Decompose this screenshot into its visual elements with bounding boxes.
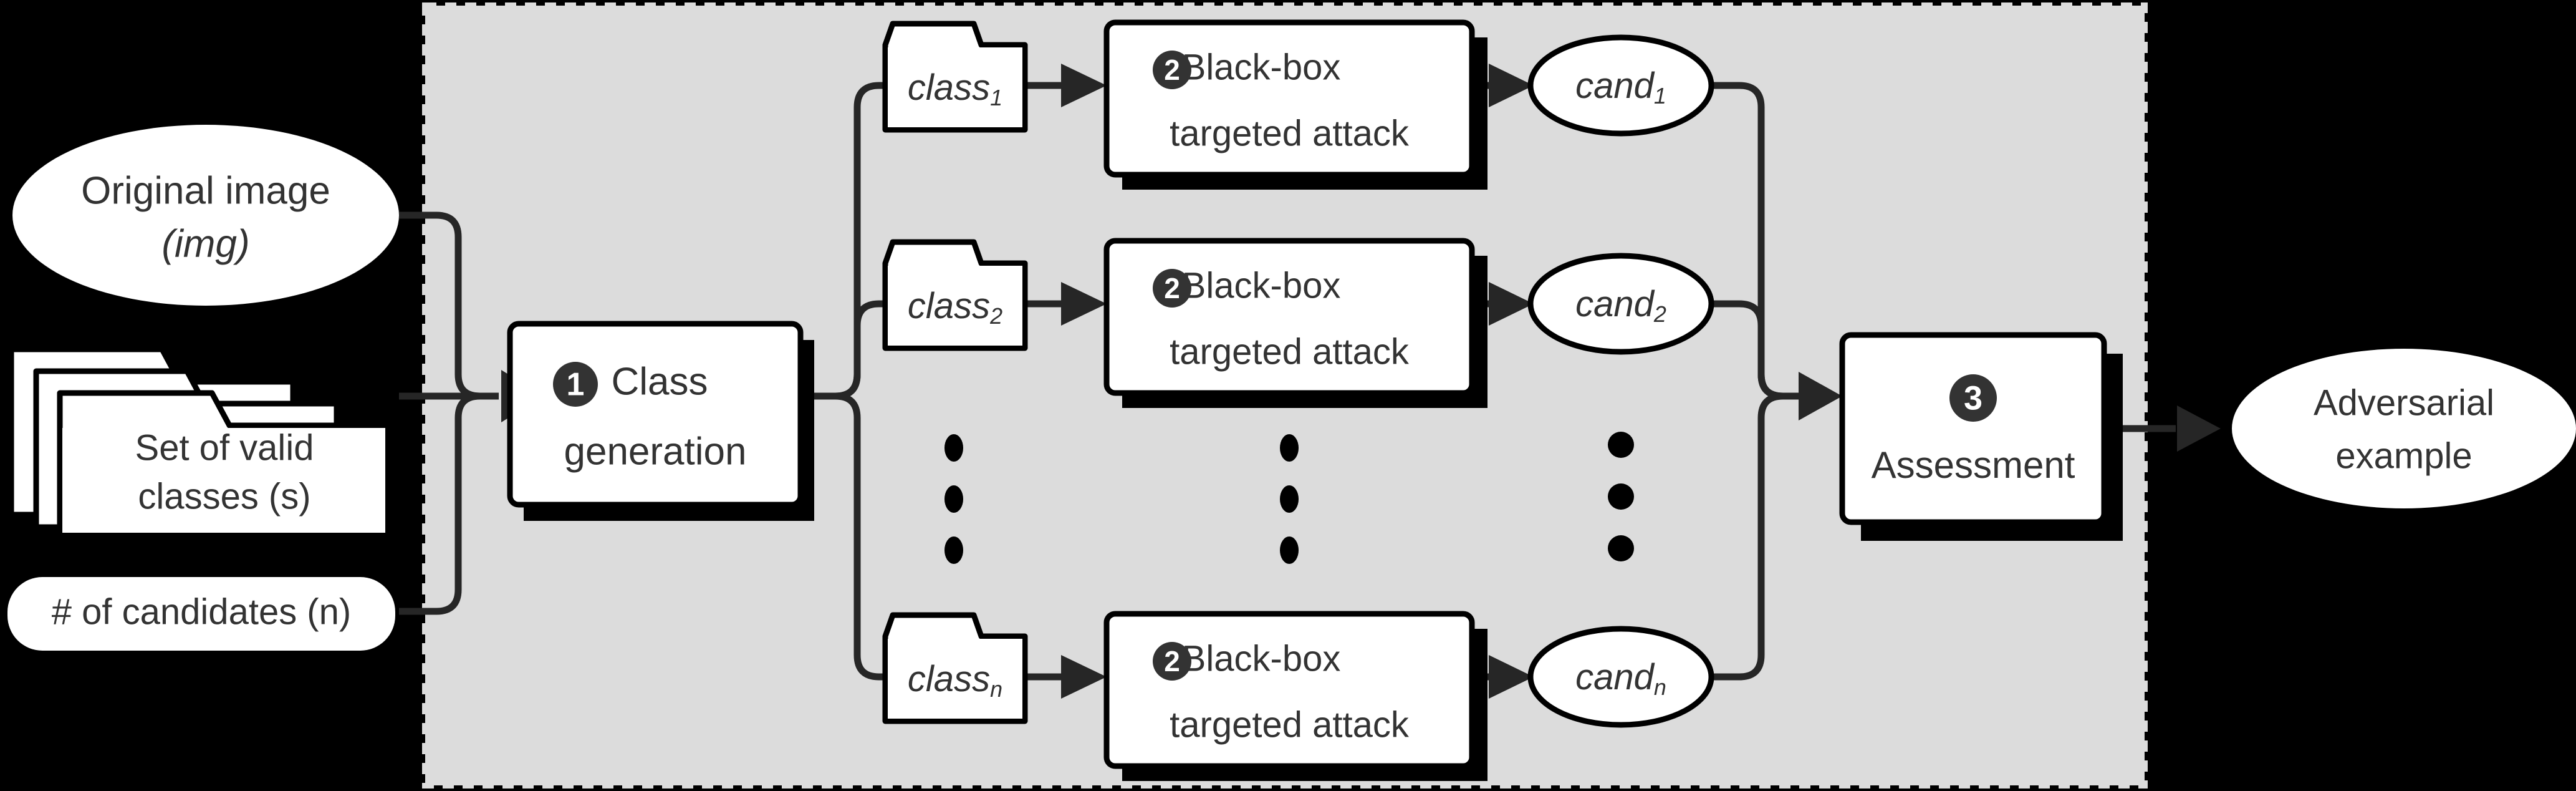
attack-n-label-line1: Black-box bbox=[1182, 638, 1341, 679]
class-n-folder-body bbox=[888, 639, 1022, 719]
arrowhead-into-attack1 bbox=[1061, 64, 1107, 107]
cand-2-label-sub: 2 bbox=[1653, 301, 1666, 327]
cand-1-ellipse bbox=[1527, 34, 1714, 137]
badge-two-icon-rown: 2 bbox=[1153, 642, 1191, 681]
class-2-label-sub: 2 bbox=[989, 303, 1002, 329]
number-of-candidates-label: # of candidates (n) bbox=[52, 591, 351, 632]
assessment-label: Assessment bbox=[1872, 444, 2075, 486]
svg-text:3: 3 bbox=[1964, 379, 1982, 417]
attack-2-box bbox=[1103, 238, 1475, 396]
badge-one-icon: 1 bbox=[553, 362, 598, 407]
arrowhead-into-cand1 bbox=[1489, 64, 1534, 107]
arrowhead-into-attackn bbox=[1061, 655, 1107, 699]
attack-2-label-line1: Black-box bbox=[1182, 265, 1341, 306]
class-n-label-sub: n bbox=[990, 676, 1002, 702]
cand-n-label: candn bbox=[1575, 657, 1666, 699]
class-1-label-base: class bbox=[908, 67, 990, 108]
class-1-folder-body bbox=[888, 47, 1022, 127]
badge-three-icon: 3 bbox=[1949, 374, 1997, 422]
cand-2-ellipse bbox=[1527, 253, 1714, 355]
svg-text:2: 2 bbox=[1164, 54, 1180, 86]
class-2-label-base: class bbox=[908, 286, 990, 326]
connector-classgen-to-classn bbox=[814, 392, 898, 681]
class-generation-label-line1: Class bbox=[611, 360, 708, 403]
number-of-candidates-box bbox=[7, 577, 395, 651]
valid-classes-label-line2: classes (s) bbox=[138, 476, 310, 517]
adversarial-example-ellipse bbox=[2232, 349, 2576, 508]
cand-n-label-sub: n bbox=[1654, 674, 1666, 700]
original-image-ellipse bbox=[12, 125, 399, 306]
original-image-label-line1: Original image bbox=[81, 169, 330, 212]
class-2-folder-body bbox=[888, 266, 1022, 346]
arrowhead-into-cand2 bbox=[1489, 282, 1534, 326]
original-image-label-line2: (img) bbox=[161, 222, 249, 265]
cand-1-label-sub: 1 bbox=[1654, 83, 1666, 109]
attack-2-label-line2: targeted attack bbox=[1170, 331, 1410, 372]
cand-n-label-base: cand bbox=[1575, 657, 1655, 697]
class-generation-box bbox=[507, 321, 804, 508]
cand-2-label: cand2 bbox=[1575, 284, 1666, 326]
valid-classes-front-body bbox=[62, 428, 385, 533]
class-n-label-base: class bbox=[908, 659, 990, 699]
attack-1-label-line1: Black-box bbox=[1182, 47, 1341, 87]
svg-text:2: 2 bbox=[1164, 645, 1180, 677]
cand-1-label-base: cand bbox=[1575, 66, 1655, 106]
class-n-label: classn bbox=[908, 659, 1002, 701]
badge-two-icon-row2: 2 bbox=[1153, 269, 1191, 308]
attack-n-label-line2: targeted attack bbox=[1170, 704, 1410, 745]
class-1-label-sub: 1 bbox=[990, 85, 1002, 110]
adversarial-example-label-line1: Adversarial bbox=[2314, 382, 2494, 423]
arrowhead-into-output bbox=[2177, 405, 2221, 452]
connector-candidates-to-classgen bbox=[399, 392, 499, 615]
vertical-dots-class-column bbox=[944, 434, 963, 564]
class-generation-label-line2: generation bbox=[564, 430, 746, 473]
arrowhead-into-candn bbox=[1489, 655, 1534, 699]
svg-text:2: 2 bbox=[1164, 272, 1180, 304]
vertical-dots-attack-column bbox=[1280, 434, 1299, 564]
class-1-label: class1 bbox=[908, 67, 1002, 110]
assessment-box bbox=[1839, 332, 2107, 525]
vertical-dots-cand-column bbox=[1608, 432, 1634, 561]
cand-1-label: cand1 bbox=[1575, 66, 1666, 108]
arrowhead-into-assessment bbox=[1799, 372, 1842, 420]
connector-candn-to-assessment bbox=[1711, 392, 1799, 681]
attack-1-label-line2: targeted attack bbox=[1170, 113, 1410, 153]
adversarial-example-label-line2: example bbox=[2335, 435, 2472, 476]
cand-2-label-base: cand bbox=[1575, 284, 1655, 324]
class-2-label: class2 bbox=[908, 286, 1002, 328]
badge-two-icon-row1: 2 bbox=[1153, 51, 1191, 89]
svg-text:1: 1 bbox=[567, 367, 585, 403]
valid-classes-label-line1: Set of valid bbox=[135, 427, 314, 468]
attack-n-box bbox=[1103, 611, 1475, 769]
arrowhead-into-attack2 bbox=[1061, 282, 1107, 326]
attack-1-box bbox=[1103, 19, 1475, 178]
cand-n-ellipse bbox=[1527, 626, 1714, 728]
